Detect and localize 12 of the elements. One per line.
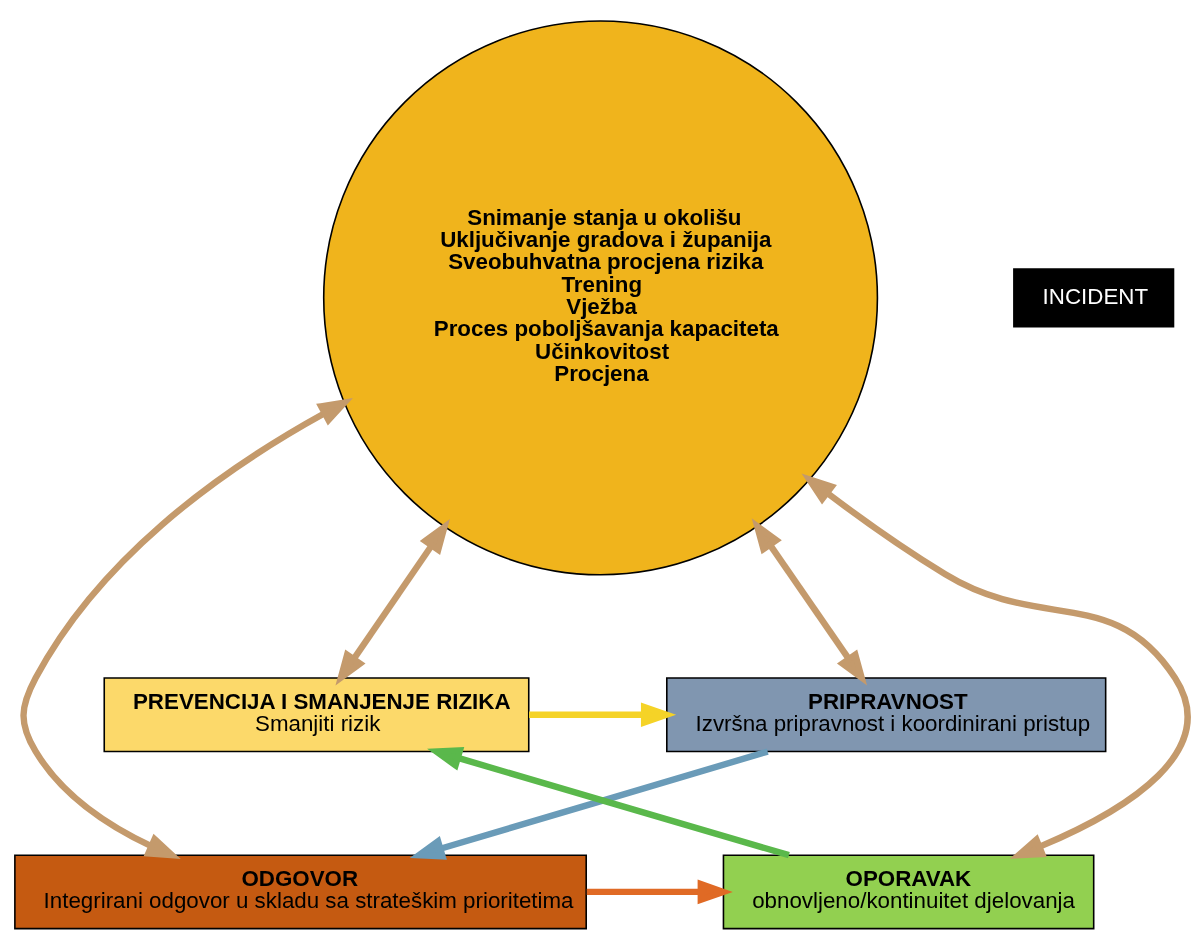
arrow [335,518,450,686]
node-box: INCIDENT [1013,267,1175,327]
node-box: PRIPRAVNOST Izvršna pripravnost i koordinirani pristup [666,676,1107,752]
arrow [529,701,677,727]
arrow [586,879,733,904]
node-box: ODGOVOR Integrirani odgovor u skladu sa strateškim prioritetima [14,853,587,929]
arrow [751,517,868,685]
node-box: PREVENCIJA I SMANJENJE RIZIKA Smanjiti rizik [103,676,530,752]
arrow [801,472,1191,859]
arrow [20,397,353,859]
node-box: OPORAVAK obnovljeno/kontinuitet djelovanja [722,853,1095,929]
node-circle: Snimanje stanja u okolišu Uključivanje gradova i županija Sveobuhvatna procjena rizika Trening Vježba Proces poboljšavanja kapaciteta Učinkovitost Procjena [322,19,879,575]
